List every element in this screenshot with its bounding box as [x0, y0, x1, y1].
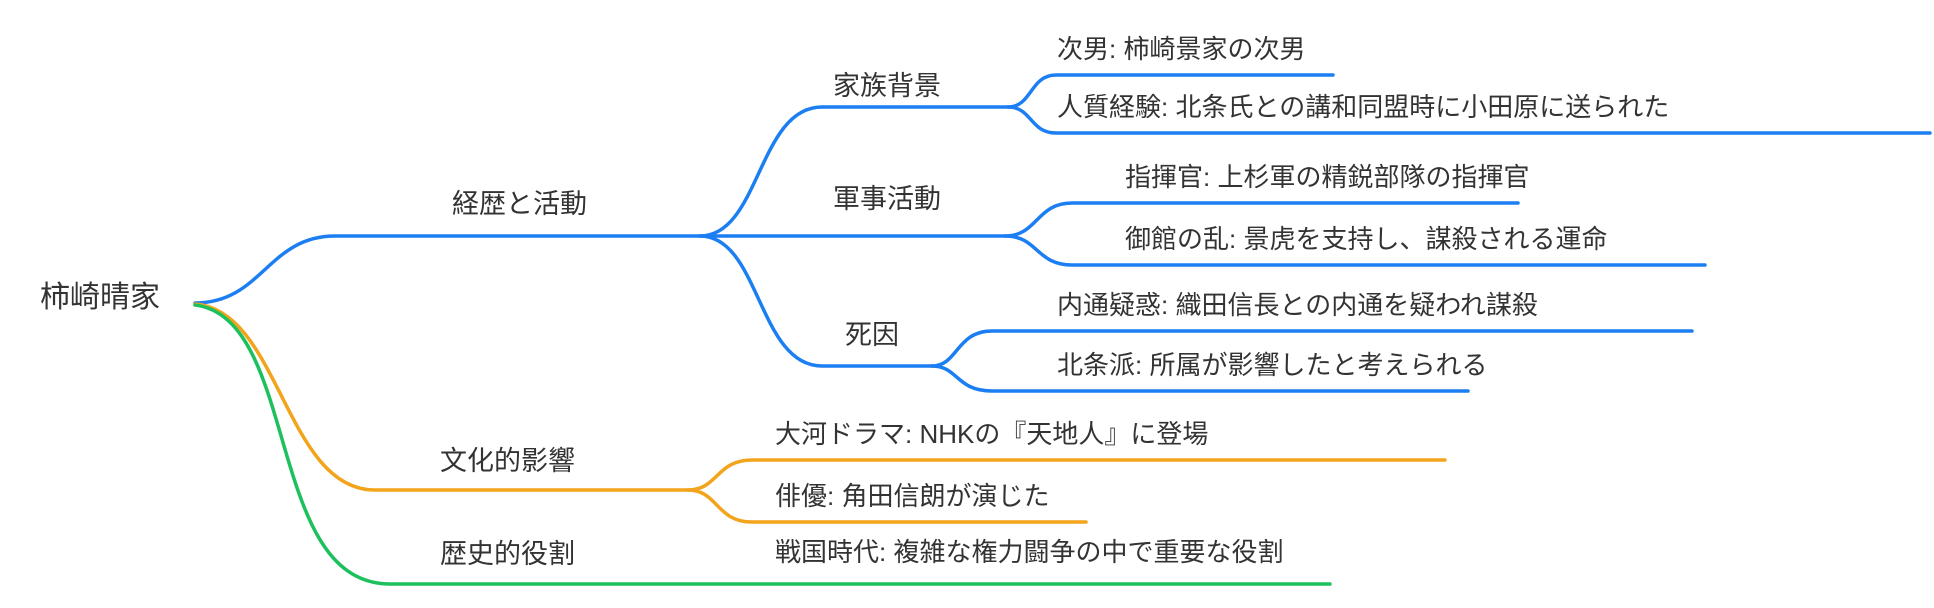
link-death-suspicion	[930, 329, 1694, 368]
node-career[interactable]: 経歴と活動	[452, 189, 587, 219]
link-family-hostage	[1006, 105, 1932, 135]
link-military-commander	[1003, 201, 1520, 238]
link-military-otate	[1003, 234, 1707, 267]
node-actor[interactable]: 俳優: 角田信朗が演じた	[775, 481, 1050, 511]
link-root-history	[193, 303, 1332, 586]
node-taiga-drama[interactable]: 大河ドラマ: NHKの『天地人』に登場	[775, 419, 1209, 449]
node-root[interactable]: 柿崎晴家	[40, 281, 160, 314]
node-family-background[interactable]: 家族背景	[833, 71, 941, 101]
node-otate-rebellion[interactable]: 御館の乱: 景虎を支持し、謀殺される運命	[1125, 224, 1608, 254]
link-culture-actor	[686, 488, 1088, 524]
link-career-death	[698, 234, 934, 368]
node-historical-role[interactable]: 歴史的役割	[440, 539, 575, 569]
link-death-hojo	[930, 364, 1470, 393]
node-sengoku-period[interactable]: 戦国時代: 複雑な権力闘争の中で重要な役割	[775, 537, 1284, 567]
node-cultural-influence[interactable]: 文化的影響	[440, 446, 575, 476]
link-root-culture	[193, 302, 690, 492]
node-second-son[interactable]: 次男: 柿崎景家の次男	[1057, 34, 1306, 64]
node-collusion-suspicion[interactable]: 内通疑惑: 織田信長との内通を疑われ謀殺	[1057, 290, 1538, 320]
link-career-family	[698, 105, 1010, 238]
link-culture-drama	[686, 458, 1447, 492]
link-family-jinan	[1006, 73, 1335, 109]
node-hostage-experience[interactable]: 人質経験: 北条氏との講和同盟時に小田原に送られた	[1057, 92, 1670, 122]
node-military-activity[interactable]: 軍事活動	[833, 184, 941, 214]
node-cause-of-death[interactable]: 死因	[845, 320, 899, 350]
node-commander[interactable]: 指揮官: 上杉軍の精鋭部隊の指揮官	[1125, 162, 1530, 192]
link-root-career	[193, 234, 1007, 305]
node-hojo-faction[interactable]: 北条派: 所属が影響したと考えられる	[1057, 350, 1488, 380]
